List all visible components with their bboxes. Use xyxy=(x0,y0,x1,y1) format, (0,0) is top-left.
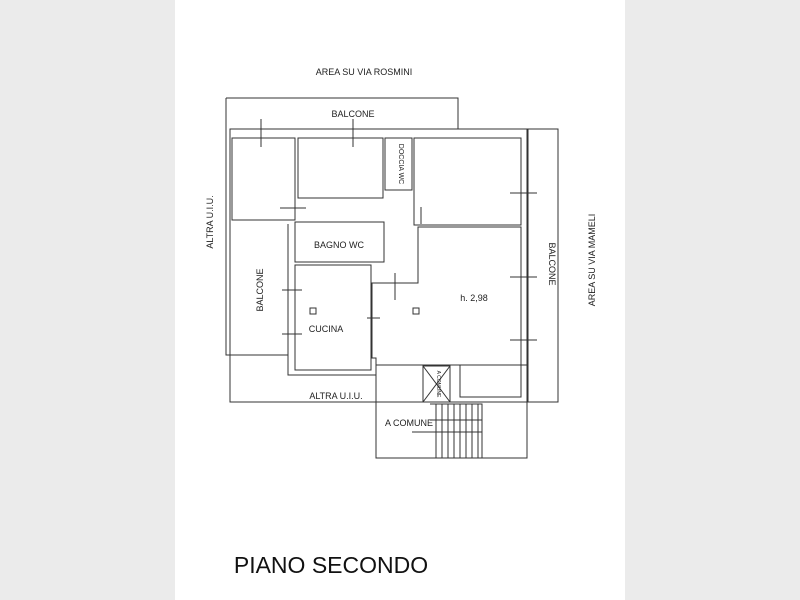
label-balcone-left: BALCONE xyxy=(255,268,265,311)
room-living xyxy=(371,226,522,398)
label-cucina: CUCINA xyxy=(309,324,344,334)
room-top-right xyxy=(413,137,522,226)
room-top-middle xyxy=(297,137,384,199)
balcony-right xyxy=(527,128,559,403)
label-comune: A COMUNE xyxy=(385,418,433,428)
drawing-sheet xyxy=(175,0,625,600)
balcony-top xyxy=(225,97,459,356)
stairs xyxy=(412,403,483,458)
label-bagno: BAGNO WC xyxy=(314,240,365,250)
label-east: AREA SU VIA MAMELI xyxy=(587,214,597,307)
walls xyxy=(225,97,559,459)
label-south: ALTRA U.I.U. xyxy=(309,391,362,401)
label-doccia: DOCCIA WC xyxy=(397,144,404,184)
label-balcone-right: BALCONE xyxy=(547,242,557,285)
wall-ticks xyxy=(260,119,537,341)
stair-area xyxy=(375,364,528,459)
label-height: h. 2,98 xyxy=(460,293,488,303)
room-top-left xyxy=(231,137,296,221)
lift xyxy=(422,365,451,403)
room-bagno xyxy=(294,221,385,263)
label-west: ALTRA U.I.U. xyxy=(205,195,215,248)
room-cucina xyxy=(294,264,372,371)
label-lift: A COMUNE xyxy=(435,371,441,398)
label-balcone-top: BALCONE xyxy=(331,109,374,119)
room-doccia xyxy=(384,137,413,191)
plan-title: PIANO SECONDO xyxy=(234,552,428,578)
label-north: AREA SU VIA ROSMINI xyxy=(316,67,413,77)
